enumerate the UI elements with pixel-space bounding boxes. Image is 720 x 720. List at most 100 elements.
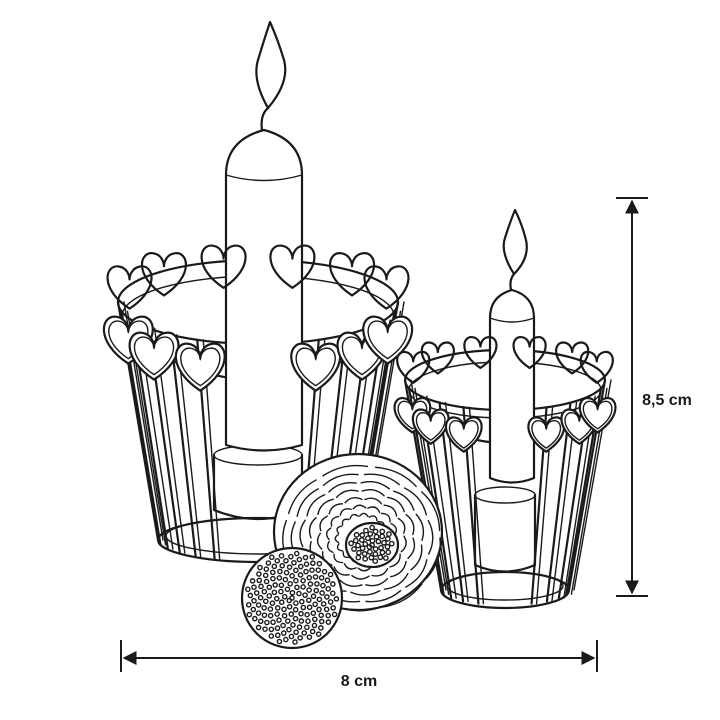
stamen-dot	[375, 538, 382, 545]
petal-stroke	[380, 512, 391, 523]
pompon-floret	[263, 566, 270, 572]
pompon-floret	[312, 601, 318, 608]
pompon-floret	[310, 610, 317, 616]
pompon-floret	[313, 587, 320, 594]
pompon-floret	[279, 562, 286, 569]
petal-stroke	[415, 513, 425, 542]
pompon-floret	[305, 618, 311, 625]
pompon-floret	[318, 625, 324, 631]
pompon-floret	[270, 619, 276, 626]
pompon-floret	[247, 592, 254, 599]
pompon-floret	[315, 631, 322, 637]
pompon-floret	[262, 598, 269, 605]
petal-stroke	[325, 527, 332, 541]
stamen-dot	[384, 543, 391, 550]
petal-stroke	[363, 473, 400, 486]
pompon-floret	[269, 554, 275, 561]
stamen-dot	[368, 554, 375, 561]
pompon-floret	[286, 626, 292, 633]
small-flame-icon	[502, 208, 528, 276]
petal-stroke	[403, 487, 427, 516]
heart-shape	[555, 341, 590, 375]
ranunculus-stamens	[348, 524, 395, 565]
stamen-dot	[372, 558, 379, 565]
pompon-floret	[286, 597, 293, 604]
petal-stroke	[342, 551, 351, 559]
small-candle	[488, 288, 536, 484]
pompon-floret	[276, 638, 283, 645]
pompon-floret	[325, 619, 332, 625]
pompon-floret	[255, 610, 262, 616]
pompon-floret	[318, 612, 324, 619]
petal-stroke	[288, 479, 317, 515]
petal-stroke	[328, 503, 344, 515]
pompon-floret	[261, 612, 268, 618]
pompon-floret	[274, 632, 281, 639]
pompon-floret	[302, 554, 309, 561]
pompon-floret	[311, 616, 318, 623]
pompon-floret	[245, 602, 252, 608]
petal-stroke	[319, 515, 329, 532]
pompon-floret	[276, 575, 283, 581]
small-glass-insert	[473, 493, 537, 573]
large-basket-hearts	[102, 244, 414, 392]
pompon-floret	[318, 574, 325, 581]
pompon-floret	[281, 606, 287, 613]
pompon-floret	[304, 624, 310, 631]
pompon-floret	[302, 592, 308, 598]
heart-inner	[397, 400, 428, 430]
stamen-dot	[353, 531, 360, 538]
large-candle-wick	[260, 106, 270, 132]
large-candle-top-edge	[225, 174, 303, 182]
pompon-floret	[331, 611, 338, 618]
large-candle-holder	[102, 20, 414, 564]
heart-inner	[133, 336, 175, 376]
pompon-floret	[321, 568, 328, 575]
petal-stroke	[336, 543, 344, 552]
petal-stroke	[371, 567, 389, 577]
pompon-floret	[250, 606, 257, 613]
stamen-dot	[388, 540, 395, 547]
pompon-floret	[306, 634, 313, 640]
pompon-floret	[306, 587, 312, 593]
petal-stroke	[374, 466, 417, 488]
petal-stroke	[299, 519, 306, 548]
pompon-floret	[283, 636, 289, 643]
heart-inner	[367, 320, 408, 360]
pompon-floret	[327, 599, 334, 605]
petal-stroke	[383, 572, 409, 590]
petal-stroke	[350, 590, 381, 596]
stamen-dot	[369, 524, 376, 531]
pompon-floret	[325, 612, 331, 619]
pompon-floret	[267, 606, 274, 612]
pompon-floret	[309, 567, 315, 573]
pompon-floret	[262, 626, 268, 632]
pompon-floret	[318, 618, 325, 625]
petal-stroke	[358, 512, 369, 518]
basket-bar	[438, 401, 465, 603]
petal-stroke	[365, 589, 402, 603]
small-glass-rim	[474, 486, 536, 504]
pompon-floret	[278, 553, 285, 559]
petal-stroke	[341, 518, 350, 526]
pompon-floret	[309, 628, 316, 635]
basket-bar	[545, 401, 572, 603]
petal-stroke	[361, 489, 385, 497]
basket-bar	[169, 333, 197, 558]
petal-stroke	[322, 464, 369, 477]
heart-inner	[448, 420, 479, 449]
heart-shape	[200, 244, 247, 289]
pompon-floret	[298, 618, 305, 624]
pompon-floret	[303, 568, 309, 575]
pompon-floret	[296, 624, 303, 630]
petal-stroke	[352, 504, 367, 510]
pompon-floret	[266, 593, 273, 599]
small-candle-top-edge	[489, 317, 535, 323]
stamen-dot	[385, 549, 392, 556]
pompon-floret	[292, 606, 299, 613]
stamen-dot	[352, 537, 359, 544]
pompon-floret	[324, 594, 330, 600]
pompon-floret	[256, 571, 262, 577]
